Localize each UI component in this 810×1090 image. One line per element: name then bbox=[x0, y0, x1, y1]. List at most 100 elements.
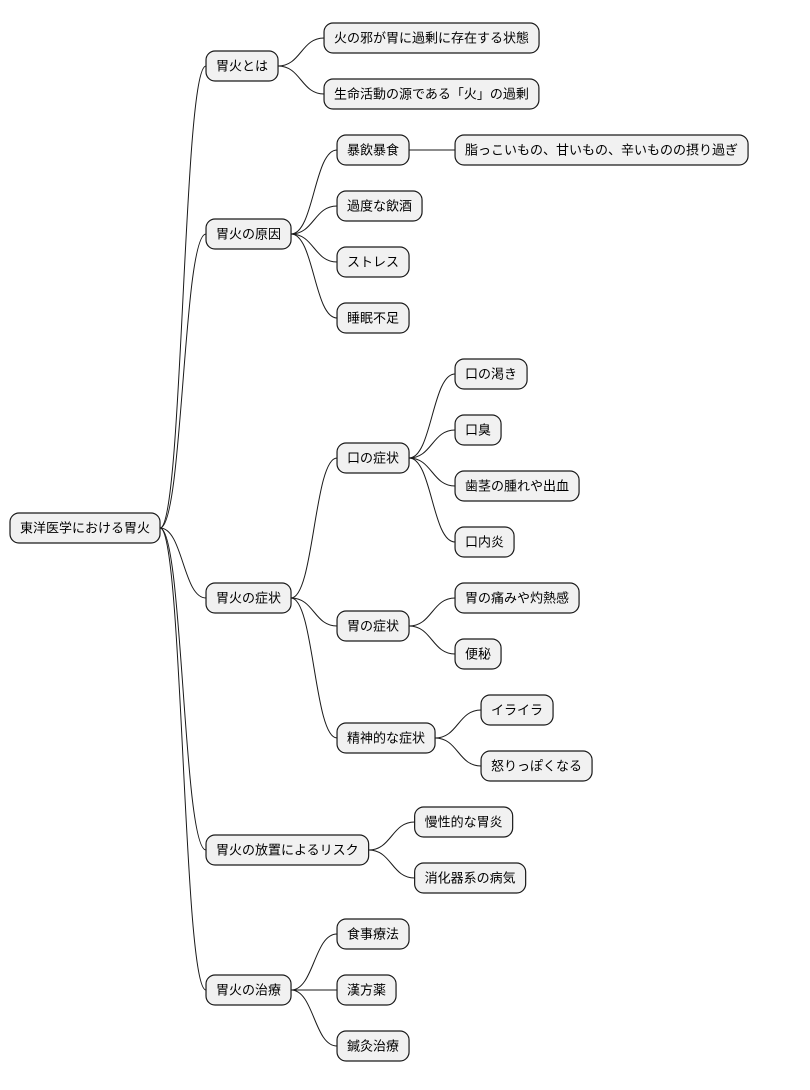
mindmap-node-box bbox=[323, 22, 540, 54]
mindmap-edge bbox=[291, 205, 338, 235]
mindmap-edge bbox=[409, 625, 456, 655]
mindmap-node-label: 睡眠不足 bbox=[347, 312, 399, 327]
mindmap-node-box bbox=[336, 974, 397, 1006]
mindmap-node-label: 胃火の原因 bbox=[216, 228, 281, 243]
mindmap-node: 過度な飲酒 bbox=[336, 190, 423, 222]
mindmap-edge bbox=[368, 849, 415, 879]
mindmap-edges bbox=[159, 37, 482, 1047]
mindmap-node-label: 口臭 bbox=[465, 424, 491, 439]
mindmap-node-box bbox=[480, 750, 593, 782]
mindmap-node-label: 口内炎 bbox=[465, 535, 504, 551]
mindmap-node-label: 胃の痛みや灼熱感 bbox=[465, 591, 569, 607]
mindmap-node-label: 鍼灸治療 bbox=[347, 1039, 399, 1055]
mindmap-node: 胃の痛みや灼熱感 bbox=[454, 582, 580, 614]
mindmap-edge bbox=[159, 527, 207, 599]
mindmap-node: 火の邪が胃に過剰に存在する状態 bbox=[323, 22, 540, 54]
mindmap-edge bbox=[290, 989, 338, 1047]
mindmap-node-label: 東洋医学における胃火 bbox=[20, 521, 150, 537]
mindmap-node-box bbox=[454, 134, 749, 166]
mindmap-node-label: 漢方薬 bbox=[347, 983, 386, 999]
mindmap-node-box bbox=[323, 78, 540, 110]
mindmap-node-label: 消化器系の病気 bbox=[425, 871, 516, 887]
mindmap-node: 胃火の症状 bbox=[205, 582, 292, 614]
mindmap-edge bbox=[435, 737, 482, 767]
mindmap-node-box bbox=[336, 190, 423, 222]
mindmap-edge bbox=[435, 709, 482, 739]
mindmap-node-box bbox=[205, 218, 292, 250]
mindmap-node: ストレス bbox=[336, 246, 410, 278]
mindmap-node-label: 火の邪が胃に過剰に存在する状態 bbox=[334, 31, 529, 47]
mindmap-node: 睡眠不足 bbox=[336, 302, 410, 334]
mindmap-node: 暴飲暴食 bbox=[336, 134, 410, 166]
mindmap-node: 胃火の放置によるリスク bbox=[205, 834, 370, 866]
mindmap-node-box bbox=[454, 526, 515, 558]
mindmap-edge bbox=[409, 429, 456, 459]
mindmap-node-box bbox=[454, 414, 502, 446]
mindmap-node-box bbox=[336, 722, 436, 754]
mindmap-node-box bbox=[205, 582, 292, 614]
mindmap-edge bbox=[291, 233, 338, 263]
mindmap-node-label: イライラ bbox=[491, 704, 543, 719]
mindmap-node: 口内炎 bbox=[454, 526, 515, 558]
mindmap-node-box bbox=[454, 638, 502, 670]
mindmap-node-box bbox=[336, 1030, 410, 1062]
mindmap-node-box bbox=[454, 470, 580, 502]
mindmap-edge bbox=[159, 65, 207, 529]
mindmap-node-box bbox=[336, 918, 410, 950]
mindmap-node-box bbox=[414, 862, 527, 894]
mindmap-node-label: 食事療法 bbox=[347, 927, 399, 943]
mindmap-node: 口の渇き bbox=[454, 358, 528, 390]
mindmap-node-label: 怒りっぽくなる bbox=[491, 760, 582, 775]
mindmap-node-label: 歯茎の腫れや出血 bbox=[465, 479, 569, 495]
mindmap-edge bbox=[278, 37, 325, 67]
mindmap-edge bbox=[159, 527, 207, 991]
mindmap-node-label: 胃火の治療 bbox=[216, 984, 281, 999]
mindmap-node: 胃の症状 bbox=[336, 610, 410, 642]
mindmap-node-label: 暴飲暴食 bbox=[347, 143, 399, 159]
mindmap-edge bbox=[159, 233, 207, 529]
mindmap-node-box bbox=[336, 246, 410, 278]
mindmap-node-box bbox=[336, 442, 410, 474]
mindmap-edge bbox=[290, 149, 338, 235]
mindmap-node: 口の症状 bbox=[336, 442, 410, 474]
mindmap-node: イライラ bbox=[480, 694, 554, 726]
mindmap-node-label: 胃火とは bbox=[216, 60, 268, 75]
mindmap-node: 食事療法 bbox=[336, 918, 410, 950]
mindmap-node: 怒りっぽくなる bbox=[480, 750, 593, 782]
mindmap-edge bbox=[368, 821, 415, 851]
mindmap-node-box bbox=[454, 358, 528, 390]
mindmap-node-label: 脂っこいもの、甘いもの、辛いものの摂り過ぎ bbox=[465, 143, 738, 159]
mindmap-node-label: 胃火の症状 bbox=[216, 592, 281, 607]
mindmap-node: 胃火の治療 bbox=[205, 974, 292, 1006]
mindmap-edge bbox=[278, 65, 325, 95]
mindmap-node-box bbox=[454, 582, 580, 614]
mindmap-edge bbox=[408, 457, 456, 543]
mindmap-node-box bbox=[205, 50, 279, 82]
mindmap-node-box bbox=[205, 834, 370, 866]
mindmap-node-box bbox=[205, 974, 292, 1006]
mindmap-node: 歯茎の腫れや出血 bbox=[454, 470, 580, 502]
mindmap-node-label: 便秘 bbox=[465, 648, 491, 663]
mindmap-node-label: 口の症状 bbox=[347, 452, 399, 467]
mindmap-node-label: 口の渇き bbox=[465, 367, 517, 383]
mindmap-node: 便秘 bbox=[454, 638, 502, 670]
mindmap-node: 生命活動の源である「火」の過剰 bbox=[323, 78, 540, 110]
mindmap-edge bbox=[409, 457, 456, 487]
mindmap-edge bbox=[408, 373, 456, 459]
mindmap-node: 精神的な症状 bbox=[336, 722, 436, 754]
mindmap-edge bbox=[290, 233, 338, 319]
mindmap-node-label: 胃火の放置によるリスク bbox=[216, 844, 359, 859]
mindmap-node-box bbox=[336, 134, 410, 166]
mindmap-node: 消化器系の病気 bbox=[414, 862, 527, 894]
mindmap-edge bbox=[409, 597, 456, 627]
mindmap-edge bbox=[291, 597, 338, 627]
mindmap-node-label: 生命活動の源である「火」の過剰 bbox=[334, 87, 529, 103]
mindmap-node: 胃火の原因 bbox=[205, 218, 292, 250]
mindmap-node-box bbox=[336, 302, 410, 334]
mindmap-node: 鍼灸治療 bbox=[336, 1030, 410, 1062]
mindmap-node: 胃火とは bbox=[205, 50, 279, 82]
mindmap-node: 漢方薬 bbox=[336, 974, 397, 1006]
mindmap-node: 脂っこいもの、甘いもの、辛いものの摂り過ぎ bbox=[454, 134, 749, 166]
mindmap-edge bbox=[290, 597, 338, 739]
